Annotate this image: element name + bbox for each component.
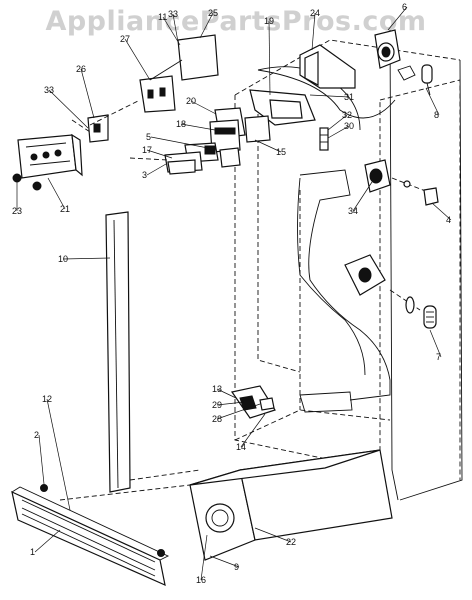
callout-leader-32 <box>327 114 348 131</box>
callout-leader-19 <box>268 20 271 96</box>
callout-leader-3 <box>146 163 167 176</box>
callout-leader-7 <box>429 329 442 358</box>
callout-leader-5 <box>150 136 209 149</box>
callout-23: 23 <box>12 206 22 216</box>
callout-leader-24 <box>311 12 316 51</box>
callout-14: 14 <box>236 442 246 452</box>
callout-34: 34 <box>348 206 358 216</box>
dispenser-control-housing <box>164 107 271 175</box>
callout-29: 29 <box>212 400 222 410</box>
callout-28: 28 <box>212 414 222 424</box>
callout-21: 21 <box>60 204 70 214</box>
callout-leader-8 <box>425 87 440 116</box>
callout-leader-27 <box>124 38 151 81</box>
callout-leader-33 <box>172 13 179 43</box>
control-panel <box>17 133 83 179</box>
callout-26: 26 <box>76 64 86 74</box>
light-housing <box>374 29 433 96</box>
damper-assembly <box>249 44 356 126</box>
callout-leader-34 <box>352 181 373 212</box>
lower-light-assembly <box>344 254 437 329</box>
callout-25: 25 <box>208 8 218 18</box>
callout-leader-11 <box>162 16 181 46</box>
callout-leader-6 <box>387 6 408 31</box>
callout-15: 15 <box>276 147 286 157</box>
callout-leader-17 <box>146 149 173 159</box>
callout-leader-12 <box>46 398 71 511</box>
callout-labels: 1234567891011121314151617181920212223242… <box>12 2 452 585</box>
toe-grille <box>11 486 170 587</box>
callout-leader-30 <box>327 125 350 139</box>
callout-leader-25 <box>199 12 214 39</box>
callout-9: 9 <box>234 562 239 572</box>
callout-leader-15 <box>254 139 282 153</box>
callout-leader-21 <box>47 177 66 210</box>
trim-strip-10 <box>105 211 131 493</box>
callout-leader-13 <box>216 388 237 399</box>
callout-leader-2 <box>38 434 45 485</box>
callout-33: 33 <box>168 9 178 19</box>
callout-6: 6 <box>402 2 407 12</box>
light-socket <box>364 159 439 206</box>
callout-3: 3 <box>142 170 147 180</box>
callout-10: 10 <box>58 254 68 264</box>
callout-27: 27 <box>120 34 130 44</box>
callout-20: 20 <box>186 96 196 106</box>
air-duct <box>257 69 396 413</box>
screws-2 <box>40 484 165 557</box>
callout-leader-22 <box>254 527 292 543</box>
callout-17: 17 <box>142 145 152 155</box>
connector-lines <box>59 99 201 501</box>
callout-5: 5 <box>146 132 151 142</box>
bottom-hinge-assembly <box>230 385 276 419</box>
callout-leader-16 <box>200 534 208 581</box>
callout-leader-4 <box>431 202 452 221</box>
callout-leader-28 <box>216 403 261 420</box>
callout-24: 24 <box>310 8 320 18</box>
callout-11: 11 <box>158 12 167 22</box>
callout-30: 30 <box>344 121 354 131</box>
callout-leader-14 <box>240 413 266 448</box>
callout-4: 4 <box>446 215 451 225</box>
callout-leader-9 <box>209 555 240 568</box>
callout-22: 22 <box>286 537 296 547</box>
callout-2: 2 <box>34 430 39 440</box>
fan-shroud <box>189 449 393 561</box>
callout-leader-29 <box>216 401 245 406</box>
callout-leader-1 <box>34 529 61 553</box>
callout-leader-20 <box>190 100 217 115</box>
callout-8: 8 <box>434 110 439 120</box>
callout-1: 1 <box>30 547 35 557</box>
callout-leader-31 <box>309 94 350 98</box>
bracket-26 <box>87 114 109 143</box>
callout-leader-10 <box>62 257 111 260</box>
callout-18: 18 <box>176 119 186 129</box>
control-mount <box>319 127 329 151</box>
callout-leader-33 <box>48 89 89 129</box>
cabinet-liner <box>234 29 463 501</box>
callout-13: 13 <box>212 384 222 394</box>
callout-19: 19 <box>264 16 274 26</box>
callout-32: 32 <box>342 110 352 120</box>
callout-7: 7 <box>436 352 441 362</box>
callout-leader-26 <box>80 68 95 119</box>
callout-12: 12 <box>42 394 52 404</box>
callout-31: 31 <box>344 92 354 102</box>
callout-16: 16 <box>196 575 206 585</box>
callout-33: 33 <box>44 85 54 95</box>
top-hinge-assembly <box>139 34 219 113</box>
callout-leader-18 <box>180 123 216 131</box>
